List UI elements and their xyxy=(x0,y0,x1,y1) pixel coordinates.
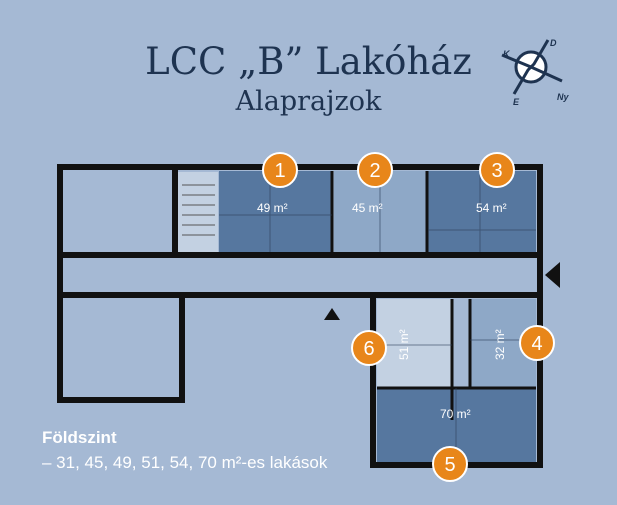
apartment-5-area-label: 70 m² xyxy=(440,407,471,421)
compass-east: Ny xyxy=(557,92,569,102)
floor-description: – 31, 45, 49, 51, 54, 70 m²-es lakások xyxy=(42,453,328,472)
compass-south: E xyxy=(513,97,520,107)
svg-text:1: 1 xyxy=(274,160,285,182)
entrance-arrow-icon xyxy=(324,308,340,320)
building-walls xyxy=(57,164,543,468)
entrance-arrow-icon xyxy=(545,262,560,288)
svg-text:5: 5 xyxy=(444,454,455,476)
apartment-4-area-label: 32 m² xyxy=(493,329,507,360)
apartment-6-marker[interactable]: 6 xyxy=(351,330,387,366)
compass-west: K xyxy=(503,49,511,59)
svg-text:4: 4 xyxy=(531,333,542,355)
apartment-1-area-label: 49 m² xyxy=(257,201,288,215)
apartment-3-marker[interactable]: 3 xyxy=(479,152,515,188)
apartment-2-marker[interactable]: 2 xyxy=(357,152,393,188)
compass-icon: D K Ny E xyxy=(501,38,569,107)
svg-text:6: 6 xyxy=(363,338,374,360)
apartment-5-marker[interactable]: 5 xyxy=(432,446,468,482)
compass-north: D xyxy=(550,38,557,48)
apartment-1-marker[interactable]: 1 xyxy=(262,152,298,188)
apartment-6-area-label: 51 m² xyxy=(397,329,411,360)
svg-text:2: 2 xyxy=(369,160,380,182)
page-title: LCC „B” Lakóház xyxy=(145,40,472,83)
apartment-2-area-label: 45 m² xyxy=(352,201,383,215)
page-subtitle: Alaprajzok xyxy=(235,86,382,117)
apartment-3-area-label: 54 m² xyxy=(476,201,507,215)
floor-label: Földszint xyxy=(42,428,117,447)
svg-text:3: 3 xyxy=(491,160,502,182)
apartment-3-area[interactable] xyxy=(428,171,536,252)
apartment-4-marker[interactable]: 4 xyxy=(519,325,555,361)
stairwell xyxy=(178,172,218,252)
